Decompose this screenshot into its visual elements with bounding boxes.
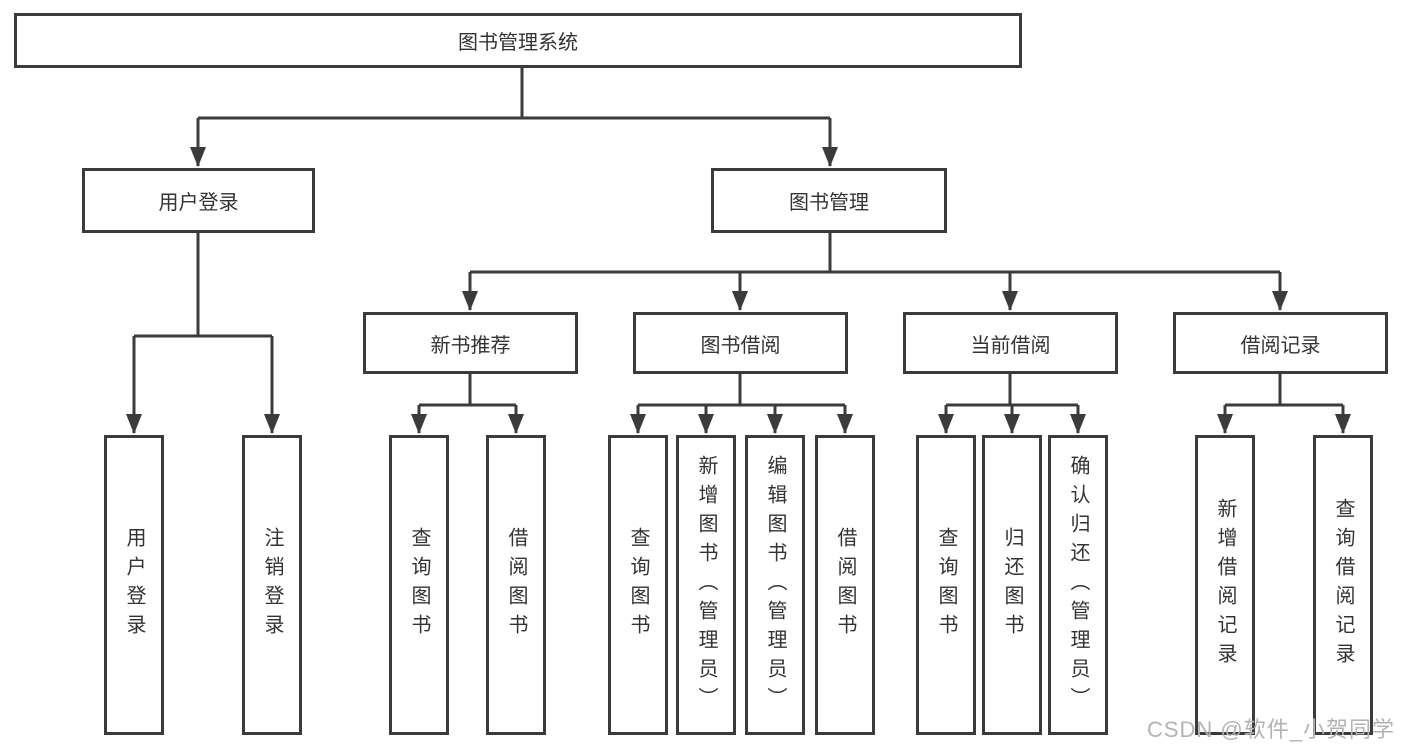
node-root-label: 图书管理系统 — [458, 32, 578, 54]
node-borrow-books-newbook: 借阅图书 — [486, 435, 546, 735]
node-confirm-return-admin: 确认归还（管理员） — [1048, 435, 1108, 735]
node-label: 新书推荐 — [430, 334, 511, 357]
node-label: 归还图书 — [1001, 527, 1023, 643]
csdn-watermark: CSDN @软件_小贺同学 — [1146, 717, 1395, 742]
node-borrowing-records: 借阅记录 — [1173, 312, 1388, 374]
node-label: 借阅记录 — [1240, 334, 1321, 357]
node-label: 确认归还（管理员） — [1067, 454, 1089, 716]
node-borrow-books-borrowing: 借阅图书 — [815, 435, 875, 735]
node-edit-books-admin: 编辑图书（管理员） — [745, 435, 805, 735]
node-label: 查询图书 — [627, 527, 649, 643]
node-label: 新增图书（管理员） — [695, 454, 717, 716]
node-logout-leaf: 注销登录 — [242, 435, 302, 735]
node-add-books-admin: 新增图书（管理员） — [676, 435, 736, 735]
node-user-login-leaf: 用户登录 — [104, 435, 164, 735]
node-book-management: 图书管理 — [711, 168, 947, 233]
node-label: 用户登录 — [158, 192, 239, 214]
node-label: 借阅图书 — [834, 527, 856, 643]
node-return-books: 归还图书 — [982, 435, 1042, 735]
node-query-borrow-record: 查询借阅记录 — [1313, 435, 1373, 735]
node-label: 图书借阅 — [700, 334, 781, 357]
node-query-books-current: 查询图书 — [916, 435, 976, 735]
node-current-borrowing: 当前借阅 — [903, 312, 1118, 374]
node-label: 注销登录 — [261, 527, 283, 643]
node-query-books-newbook: 查询图书 — [389, 435, 449, 735]
node-label: 查询图书 — [935, 527, 957, 643]
node-book-borrowing: 图书借阅 — [633, 312, 848, 374]
node-label: 用户登录 — [123, 527, 145, 643]
node-label: 查询图书 — [408, 527, 430, 643]
node-label: 当前借阅 — [970, 334, 1051, 357]
node-label: 图书管理 — [789, 192, 869, 214]
node-label: 新增借阅记录 — [1214, 498, 1236, 672]
node-label: 编辑图书（管理员） — [764, 454, 786, 716]
node-query-books-borrowing: 查询图书 — [608, 435, 668, 735]
node-user-login: 用户登录 — [82, 168, 315, 233]
node-add-borrow-record: 新增借阅记录 — [1195, 435, 1255, 735]
node-label: 借阅图书 — [505, 527, 527, 643]
node-root: 图书管理系统 — [14, 13, 1022, 68]
node-label: 查询借阅记录 — [1332, 498, 1354, 672]
node-new-book-recommend: 新书推荐 — [363, 312, 578, 374]
